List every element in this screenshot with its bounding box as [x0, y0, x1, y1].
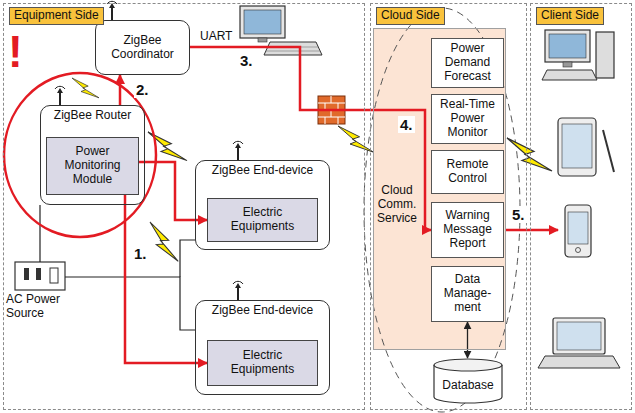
antenna: [55, 86, 65, 105]
connector-arrow: [467, 322, 468, 358]
region-tag: Cloud Side: [376, 7, 445, 25]
power-wire: [40, 205, 195, 330]
electric-equipment: Electric Equipments: [207, 198, 318, 242]
band-fill: [373, 28, 506, 350]
service-box: Real-Time Power Monitor: [431, 94, 504, 144]
service-box: Warning Message Report: [431, 202, 504, 258]
node-label: Database: [433, 379, 503, 393]
service-box: Power Demand Forecast: [431, 38, 504, 88]
node-label: ZigBee End-device: [196, 301, 329, 318]
zigbee-coordinator: ZigBee Coordinator: [95, 20, 190, 75]
wireless-bolt: [338, 126, 374, 152]
power-source-label: AC Power Source: [6, 293, 78, 321]
zigbee-router: ZigBee RouterPower Monitoring Module: [40, 105, 145, 205]
phone-icon: [565, 205, 591, 257]
service-box: Data Manage- ment: [431, 266, 504, 322]
callout-number: 5.: [510, 206, 527, 223]
wireless-bolt: [72, 78, 99, 98]
service-box: Remote Control: [431, 150, 504, 194]
desktop-icon: [542, 30, 614, 80]
equipment-side-region: Equipment SideZigBee CoordinatorZigBee R…: [3, 3, 365, 410]
callout-number: 3.: [238, 52, 255, 69]
cloud-side-region: Cloud SideCloud Comm. Service Power Deman…: [370, 3, 527, 410]
zigbee-end-device: ZigBee End-deviceElectric Equipments: [195, 160, 330, 250]
connector-arrow: [119, 75, 122, 105]
laptop-icon: [538, 318, 620, 368]
callout-number: 4.: [398, 116, 415, 133]
node-label: Real-Time Power Monitor: [434, 98, 501, 139]
node-label: ZigBee End-device: [196, 161, 329, 178]
node-label: Remote Control: [434, 158, 501, 186]
antenna: [233, 141, 243, 160]
node-label: Electric Equipments: [210, 349, 315, 377]
warning-mark: !: [8, 30, 23, 74]
callout-number: 2.: [134, 81, 151, 98]
client-side-region: Client Side: [530, 3, 632, 410]
region-tag: Equipment Side: [9, 7, 104, 25]
highlight-circle: [4, 73, 156, 237]
node-label: Power Monitoring Module: [49, 145, 136, 186]
node-label: ZigBee Coordinator: [96, 34, 189, 62]
node-label: Power Demand Forecast: [434, 42, 501, 83]
region-tag: Client Side: [536, 7, 604, 25]
node-label: Cloud Comm. Service: [375, 184, 419, 225]
connector-arrow: [139, 162, 207, 220]
node-label: Electric Equipments: [210, 206, 315, 234]
antenna: [107, 1, 117, 20]
ac-outlet: [15, 262, 65, 290]
notification-arrow: [505, 229, 558, 232]
electric-equipment: Electric Equipments: [207, 340, 318, 386]
node-label: Data Manage- ment: [434, 273, 501, 314]
cloud-outline: [364, 8, 520, 412]
callout-number: 1.: [132, 245, 149, 262]
interface-label: UART: [200, 30, 232, 44]
antenna: [233, 281, 243, 300]
zigbee-end-device: ZigBee End-deviceElectric Equipments: [195, 300, 330, 395]
cloud-service-band: Cloud Comm. Service Power Demand Forecast…: [373, 28, 506, 350]
monitoring-module: Power Monitoring Module: [46, 137, 139, 195]
node-label: Warning Message Report: [434, 209, 501, 250]
database-cylinder: Database: [433, 358, 503, 404]
node-label: ZigBee Router: [41, 106, 144, 123]
tablet-icon: [558, 118, 614, 176]
